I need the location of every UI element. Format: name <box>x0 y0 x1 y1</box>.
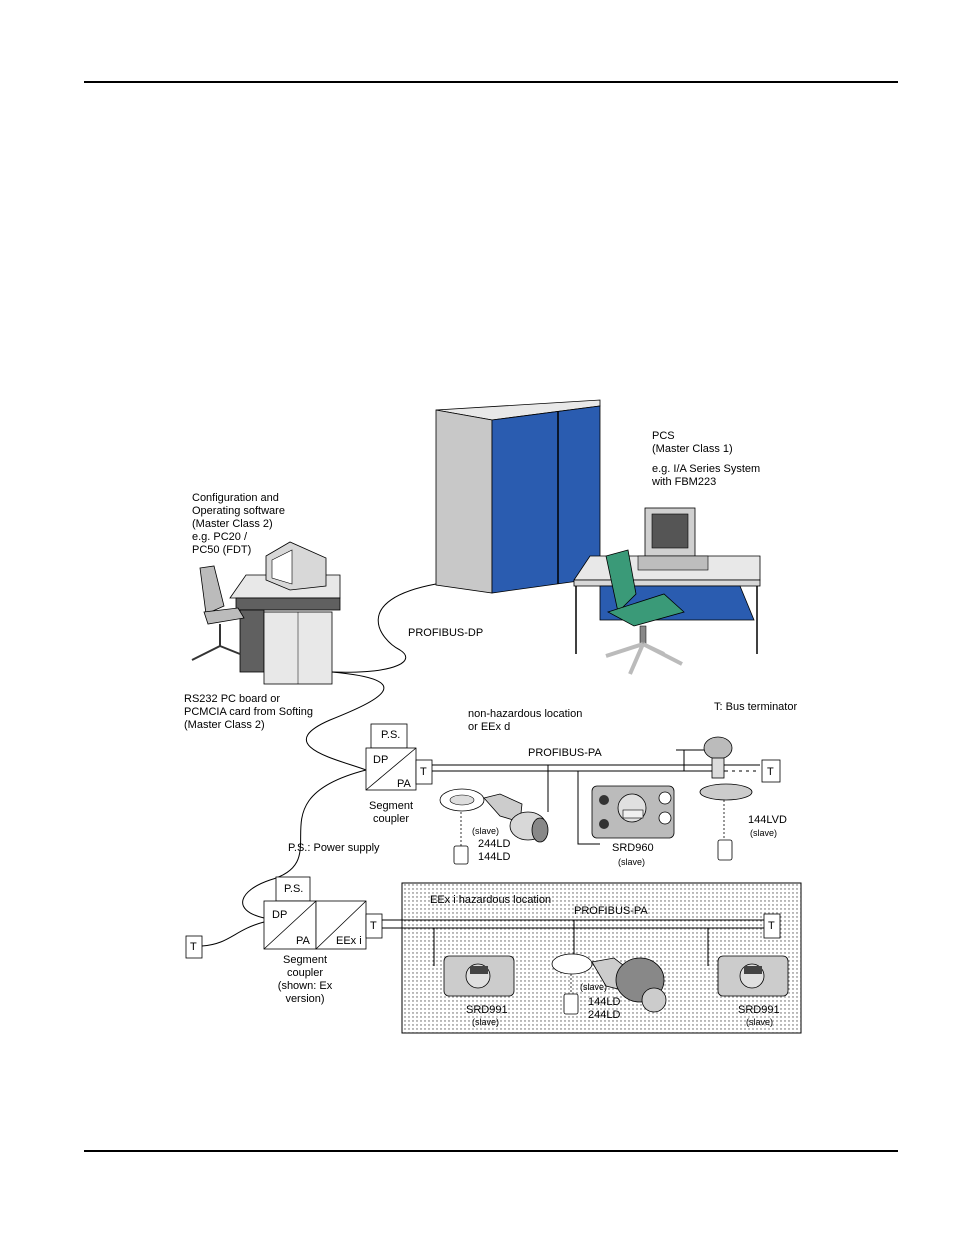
rs232-label: RS232 PC board or PCMCIA card from Softi… <box>184 693 313 731</box>
segment-coupler-ex-label: Segment coupler (shown: Ex version) <box>277 954 333 1005</box>
profibus-dp-label: PROFIBUS-DP <box>408 627 484 639</box>
pcs-monitor <box>637 507 709 571</box>
slave-label-srd960: (slave) <box>618 857 646 867</box>
pa-label-1: PA <box>397 778 411 790</box>
srd991-left <box>443 955 515 997</box>
config-software-label: Configuration and Operating software (Ma… <box>192 492 285 556</box>
non-hazardous-label: non-hazardous location or EEx d <box>468 708 583 733</box>
lvd144-device <box>699 736 762 861</box>
profibus-dp-cable-3 <box>242 769 367 919</box>
t-label-2: T <box>370 920 377 932</box>
slave-label-lvd144: (slave) <box>750 828 778 838</box>
terminator-pa-lower <box>763 913 781 939</box>
segment-coupler-1 <box>365 723 433 791</box>
srd960-positioner <box>591 785 675 839</box>
slave-label-srd991-right: (slave) <box>746 1017 774 1027</box>
profibus-pa-bus-upper <box>432 749 760 845</box>
hazardous-location-label: EEx i hazardous location <box>430 894 552 906</box>
header-rule <box>84 81 898 83</box>
ld-144-244-label: 144LD 244LD <box>588 996 621 1021</box>
lvd144-label: 144LVD <box>748 814 787 826</box>
srd991-left-label: SRD991 <box>466 1004 508 1016</box>
eexi-label: EEx i <box>336 935 362 947</box>
profibus-dp-cable-1 <box>331 583 437 673</box>
profibus-pa-bus-lower <box>382 919 764 966</box>
profibus-pa-upper-label: PROFIBUS-PA <box>528 747 602 759</box>
slave-label-srd991-left: (slave) <box>472 1017 500 1027</box>
profibus-dp-cable-2 <box>305 671 385 771</box>
segment-coupler-label: Segment coupler <box>368 800 414 825</box>
t-label-lower-right: T <box>768 920 775 932</box>
power-supply-label: P.S.: Power supply <box>288 842 380 854</box>
pa-label-2: PA <box>296 935 310 947</box>
config-workstation <box>191 541 341 685</box>
srd991-right <box>717 955 789 997</box>
dp-label-2: DP <box>272 909 288 921</box>
pcs-cabinet <box>435 399 601 594</box>
dp-label-1: DP <box>373 754 389 766</box>
slave-label-244ld: (slave) <box>472 826 500 836</box>
profibus-pa-lower-label: PROFIBUS-PA <box>574 905 648 917</box>
flow-device-upper <box>439 788 549 865</box>
bus-terminator-label: T: Bus terminator <box>714 701 798 713</box>
terminator-cable <box>201 921 265 947</box>
terminator-left <box>185 935 203 959</box>
t-label-left: T <box>190 941 197 953</box>
slave-label-center: (slave) <box>580 982 608 992</box>
ps-label-1: P.S. <box>381 729 401 741</box>
srd991-right-label: SRD991 <box>738 1004 780 1016</box>
footer-rule <box>84 1150 898 1152</box>
ld-244-144-label: 244LD 144LD <box>478 838 511 863</box>
t-label-1: T <box>420 766 427 778</box>
pcs-title-label: PCS (Master Class 1) <box>652 430 733 455</box>
ps-label-2: P.S. <box>284 883 304 895</box>
flow-device-lower <box>551 953 667 1015</box>
pcs-example-label: e.g. I/A Series System with FBM223 <box>652 463 761 488</box>
srd960-label: SRD960 <box>612 842 654 854</box>
pcs-chair <box>605 549 685 675</box>
terminator-pa-upper <box>761 759 781 783</box>
segment-coupler-ex <box>263 876 383 950</box>
t-label-upper-right: T <box>767 766 774 778</box>
